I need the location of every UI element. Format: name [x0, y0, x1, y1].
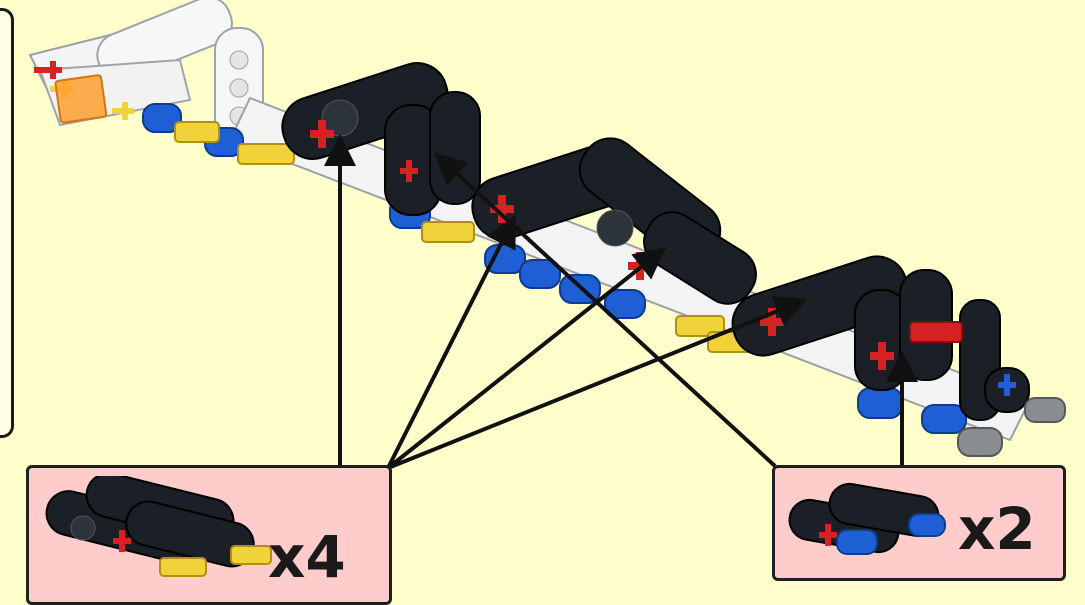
black-liftarm-group-3 [731, 255, 1030, 421]
parts-callout-x2 [772, 465, 1066, 581]
black-liftarm-assembly-with-yellow-axle-icon [45, 476, 272, 577]
parts-callout-x4 [26, 465, 392, 605]
placement-arrows [324, 134, 918, 470]
grey-pin [957, 397, 1066, 457]
black-liftarm-pair-with-blue-pin-icon [788, 482, 946, 555]
yellow-axle-group [174, 121, 757, 353]
quantity-label-x2: x2 [958, 495, 1036, 563]
blue-pin-group [142, 103, 967, 434]
quantity-label-x4: x4 [268, 523, 346, 591]
previous-step-panel [0, 8, 14, 438]
red-axle-end [34, 61, 62, 79]
orange-tile [54, 74, 108, 124]
